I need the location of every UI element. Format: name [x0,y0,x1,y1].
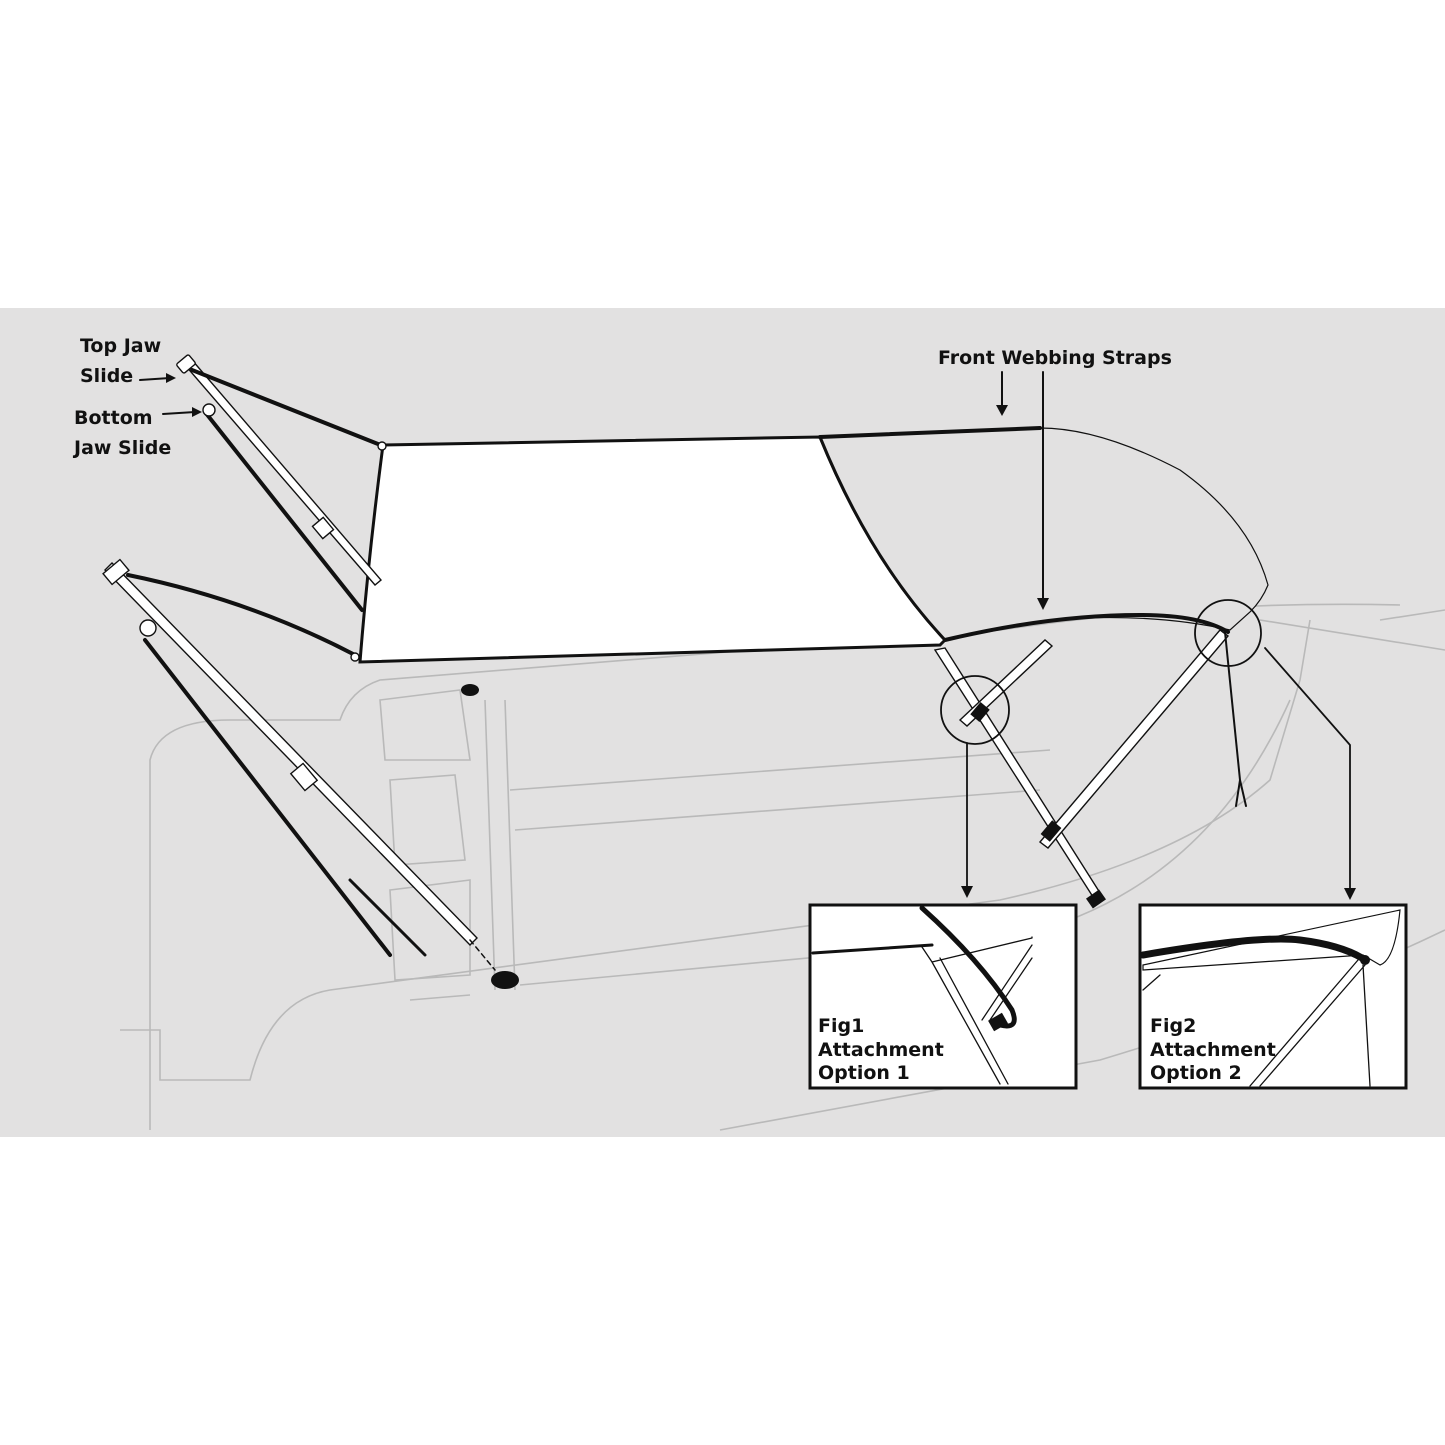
inset-fig1: Fig1 Attachment Option 1 [808,903,1078,1090]
fig1-line3: Option 1 [818,1062,910,1084]
front-webbing-straps-label: Front Webbing Straps [938,347,1172,369]
front-bow-frame [933,629,1247,909]
detail-circle-fig2 [1194,599,1262,667]
callout-arrows [139,371,1356,900]
inset-fig2: Fig2 Attachment Option 2 [1138,903,1408,1090]
svg-text:Fig1 Attachment Op: Fig1 Attachment Option 1 [818,1015,950,1084]
detail-circle-fig1 [940,675,1010,745]
fig2-line3: Option 2 [1150,1062,1242,1084]
rear-support-poles [102,354,519,989]
top-jaw-slide-label: Top Jaw Slide [80,335,168,387]
bimini-canopy [358,426,1269,664]
bottom-jaw-slide-label: Bottom Jaw Slide [72,407,171,459]
fig1-title: Fig1 [818,1015,864,1037]
fig2-title: Fig2 [1150,1015,1196,1037]
svg-text:Fig2 Attachment Op: Fig2 Attachment Option 2 [1150,1015,1282,1084]
fig1-line2: Attachment [818,1039,944,1061]
fig2-line2: Attachment [1150,1039,1276,1061]
